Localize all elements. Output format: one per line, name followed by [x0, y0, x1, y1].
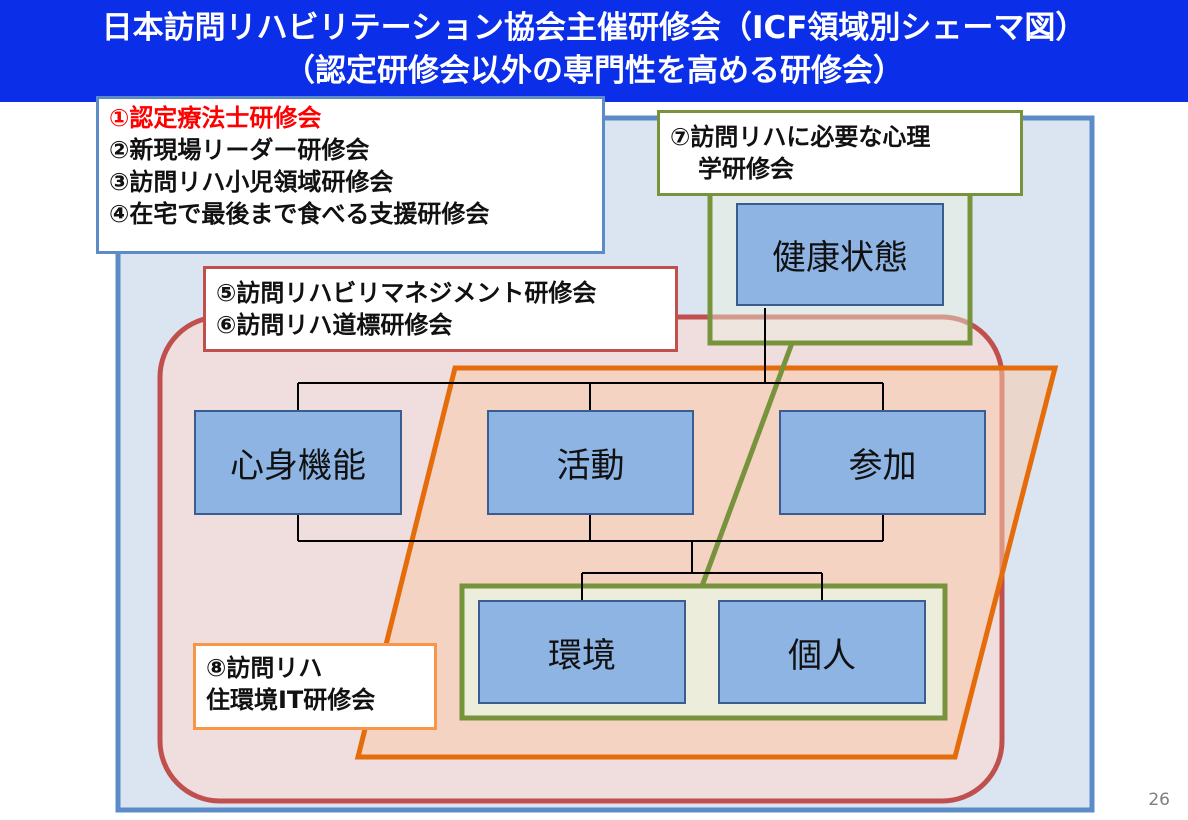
health-condition-box: 健康状態 — [736, 203, 944, 306]
activity-box: 活動 — [487, 410, 694, 515]
training-list-5-6: ⑤訪問リハビリマネジメント研修会 ⑥訪問リハ道標研修会 — [203, 266, 678, 352]
training-3: ③訪問リハ小児領域研修会 — [109, 168, 394, 196]
environment-box: 環境 — [478, 600, 686, 704]
training-list-1-4: ①認定療法士研修会 ②新現場リーダー研修会 ③訪問リハ小児領域研修会 ④在宅で最… — [96, 96, 605, 254]
training-2: ②新現場リーダー研修会 — [109, 136, 370, 164]
training-8-label: ⑧訪問リハ 住環境IT研修会 — [193, 643, 437, 730]
training-6: ⑥訪問リハ道標研修会 — [216, 311, 453, 339]
training-7-line1: ⑦訪問リハに必要な心理 — [670, 123, 931, 151]
training-1: ①認定療法士研修会 — [109, 104, 322, 132]
participation-box: 参加 — [779, 410, 986, 515]
connector-lines — [297, 308, 884, 600]
title-banner: 日本訪問リハビリテーション協会主催研修会（ICF領域別シェーマ図） （認定研修会… — [0, 0, 1188, 102]
training-7-label: ⑦訪問リハに必要な心理 学研修会 — [657, 110, 1023, 196]
training-7-line2: 学研修会 — [698, 155, 794, 183]
training-4: ④在宅で最後まで食べる支援研修会 — [109, 200, 490, 228]
body-function-box: 心身機能 — [194, 410, 402, 515]
training-8-line1: ⑧訪問リハ — [206, 654, 323, 682]
personal-box: 個人 — [718, 600, 926, 704]
training-5: ⑤訪問リハビリマネジメント研修会 — [216, 279, 597, 307]
title-line-1: 日本訪問リハビリテーション協会主催研修会（ICF領域別シェーマ図） — [101, 10, 1087, 46]
page-number: 26 — [1148, 790, 1170, 810]
training-8-line2: 住環境IT研修会 — [206, 686, 376, 714]
title-line-2: （認定研修会以外の専門性を高める研修会） — [284, 53, 904, 89]
